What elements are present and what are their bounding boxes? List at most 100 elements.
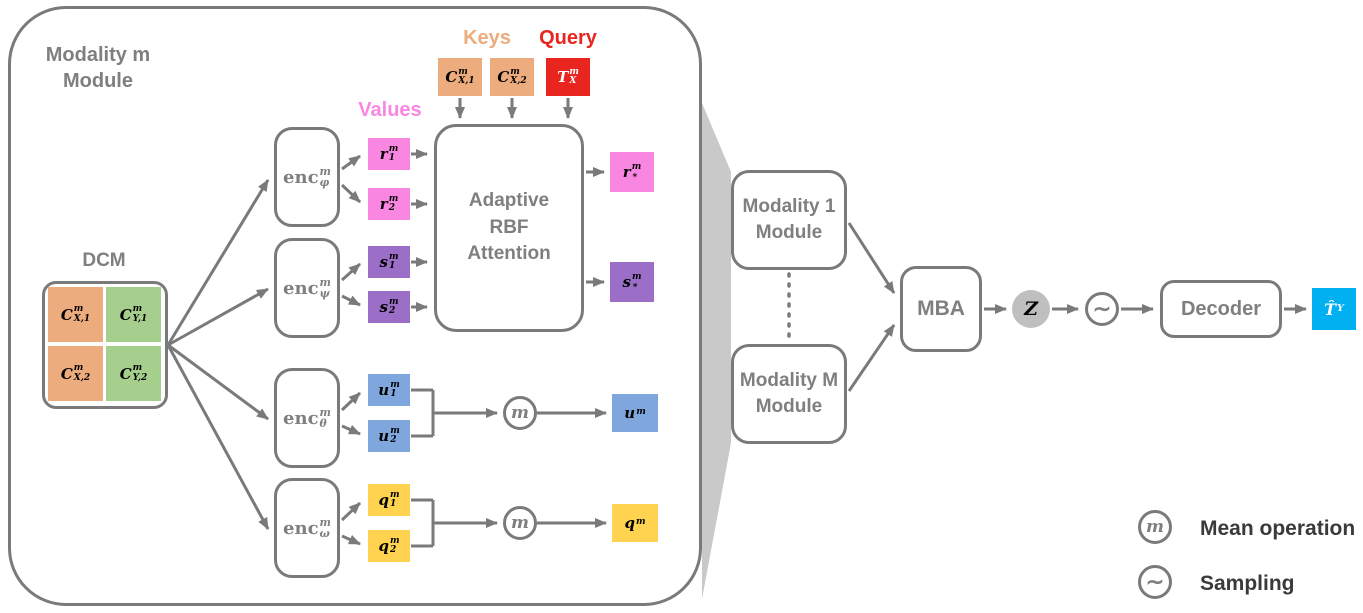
math-sup: m [389,535,400,546]
z-node: Z [1012,290,1050,328]
math-scripts: Y [1337,303,1344,314]
math-base: enc [283,407,319,429]
math-base: u [378,381,390,399]
math-sub: 2 [388,203,395,213]
math-sup: m [132,363,143,374]
mean-circle-u: m [503,396,537,430]
math-base: enc [283,166,319,188]
modality-M-line2: Module [755,396,823,417]
math-sub: 1 [388,153,395,163]
math-sub: 1 [390,389,397,399]
math-sup: m [132,304,143,315]
math-sup: m [390,425,400,436]
mba-box: MBA [900,266,982,352]
modality-1-line2: Module [755,222,823,243]
math-sub: Y,1 [132,313,148,324]
modality-M-line1: Modality M [739,370,839,392]
attention-line3: Attention [467,243,551,265]
math-base: enc [283,517,319,539]
keys-label: Keys [463,27,511,49]
math-sup: m [73,304,84,315]
math-sub: 2 [390,435,397,445]
legend-mean-circle: m [1138,510,1172,544]
math-sub: ω [319,527,330,540]
adaptive-rbf-attention-box: Adaptive RBF Attention [434,124,584,332]
math-base: C [60,364,73,383]
math-base: u [378,427,390,445]
math-base: q [378,537,389,555]
math-sub: 2 [388,306,396,316]
math-base: C [60,305,73,324]
math-sup: m [388,143,399,154]
math-base: q [624,514,635,532]
math-sup: m [319,405,331,419]
math-base: T̂ [1324,299,1337,319]
legend-mean-label: Mean operation [1200,517,1356,540]
math-base: Z [1024,298,1038,320]
math-sub: Y,2 [132,372,148,383]
query-label: Query [539,27,597,49]
math-sub: ∗ [631,281,639,291]
math-sup: m [388,193,399,204]
math-sub: θ [319,417,327,430]
math-sup: m [73,363,84,374]
modality-1-module-box: Modality 1 Module [731,170,847,270]
math-sub: X,1 [458,76,475,86]
modality-m-module-frame [8,6,702,606]
math-sub: X,2 [73,372,91,383]
math-base: C [497,68,510,86]
math-base: r [379,145,388,163]
math-sub: 2 [389,545,397,555]
math-base: enc [283,277,319,299]
math-sup: m [388,251,399,262]
math-sup: m [510,66,520,77]
math-sub: φ [319,176,330,189]
math-sup: m [319,164,331,178]
bracket-lines [411,388,435,548]
math-sub: 1 [389,499,397,509]
math-sup: m [631,271,642,282]
math-base: C [445,68,458,86]
math-base: s [622,273,631,291]
math-sup: m [569,66,579,77]
math-base: s [379,298,388,316]
math-sub: X,2 [510,76,527,86]
module-title: Modality m Module [36,42,160,94]
output-t-hat: T̂Y [1312,288,1356,330]
math-sup: m [390,379,400,390]
math-sup: m [458,66,468,77]
math-scripts: m [636,407,646,417]
math-sup: m [388,296,399,307]
math-base: C [119,364,132,383]
module-title-line2: Module [63,70,133,92]
math-base: C [119,305,132,324]
math-sup: m [635,517,646,528]
math-sup: m [389,489,400,500]
